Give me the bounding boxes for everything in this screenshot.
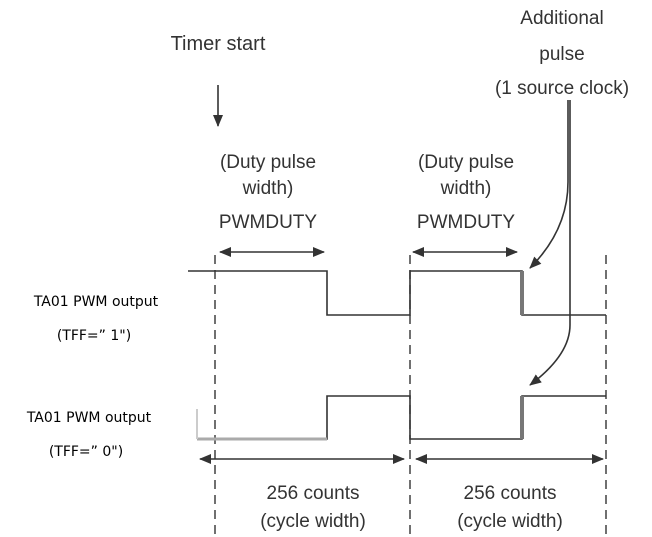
svg-text:width): width)	[440, 178, 492, 199]
svg-text:PWMDUTY: PWMDUTY	[417, 212, 515, 233]
svg-text:PWMDUTY: PWMDUTY	[219, 212, 317, 233]
duty-pulse-label-1: (Duty pulse width) PWMDUTY	[219, 152, 317, 233]
signal-label-tff1: TA01 PWM output (TFF=” 1")	[33, 294, 159, 344]
cycle-label-1: 256 counts (cycle width)	[260, 483, 366, 532]
svg-text:(cycle width): (cycle width)	[457, 511, 563, 532]
svg-text:TA01 PWM output: TA01 PWM output	[26, 410, 152, 426]
cycle-label-2: 256 counts (cycle width)	[457, 483, 563, 532]
waveform-tff0	[196, 395, 606, 441]
waveform-tff1	[188, 270, 606, 316]
svg-text:(1 source clock): (1 source clock)	[495, 78, 629, 99]
timer-start-label: Timer start	[171, 33, 266, 55]
svg-text:(Duty pulse: (Duty pulse	[220, 152, 316, 173]
svg-text:(TFF=” 1"): (TFF=” 1")	[57, 328, 131, 344]
svg-text:256 counts: 256 counts	[267, 483, 360, 504]
svg-text:256 counts: 256 counts	[464, 483, 557, 504]
svg-text:width): width)	[242, 178, 294, 199]
additional-pulse-label: Additional pulse (1 source clock)	[495, 8, 629, 99]
signal-label-tff0: TA01 PWM output (TFF=” 0")	[26, 410, 152, 460]
additional-pulse-pointers	[529, 100, 571, 386]
svg-text:TA01 PWM output: TA01 PWM output	[33, 294, 159, 310]
svg-text:pulse: pulse	[539, 44, 584, 65]
svg-text:Additional: Additional	[520, 8, 603, 29]
svg-text:(cycle width): (cycle width)	[260, 511, 366, 532]
duty-pulse-label-2: (Duty pulse width) PWMDUTY	[417, 152, 515, 233]
svg-text:(Duty pulse: (Duty pulse	[418, 152, 514, 173]
svg-text:(TFF=” 0"): (TFF=” 0")	[49, 444, 123, 460]
